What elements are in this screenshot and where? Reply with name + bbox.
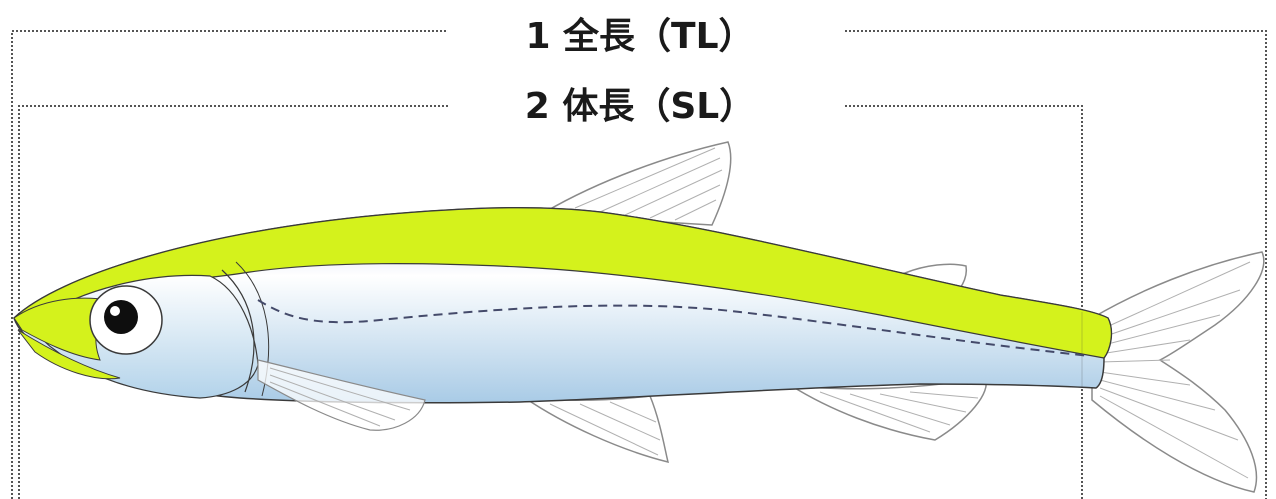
caudal-fin: [1091, 251, 1265, 493]
total-length-label: 1 全長（TL）: [525, 15, 754, 57]
standard-length-label: 2 体長（SL）: [525, 86, 755, 127]
fish-body: [13, 206, 1113, 431]
eye: [89, 285, 163, 355]
total-length-guide: [11, 30, 1267, 499]
standard-length-guide: [18, 105, 1083, 499]
anal-fin: [789, 377, 987, 441]
pelvic-fin: [524, 395, 670, 464]
